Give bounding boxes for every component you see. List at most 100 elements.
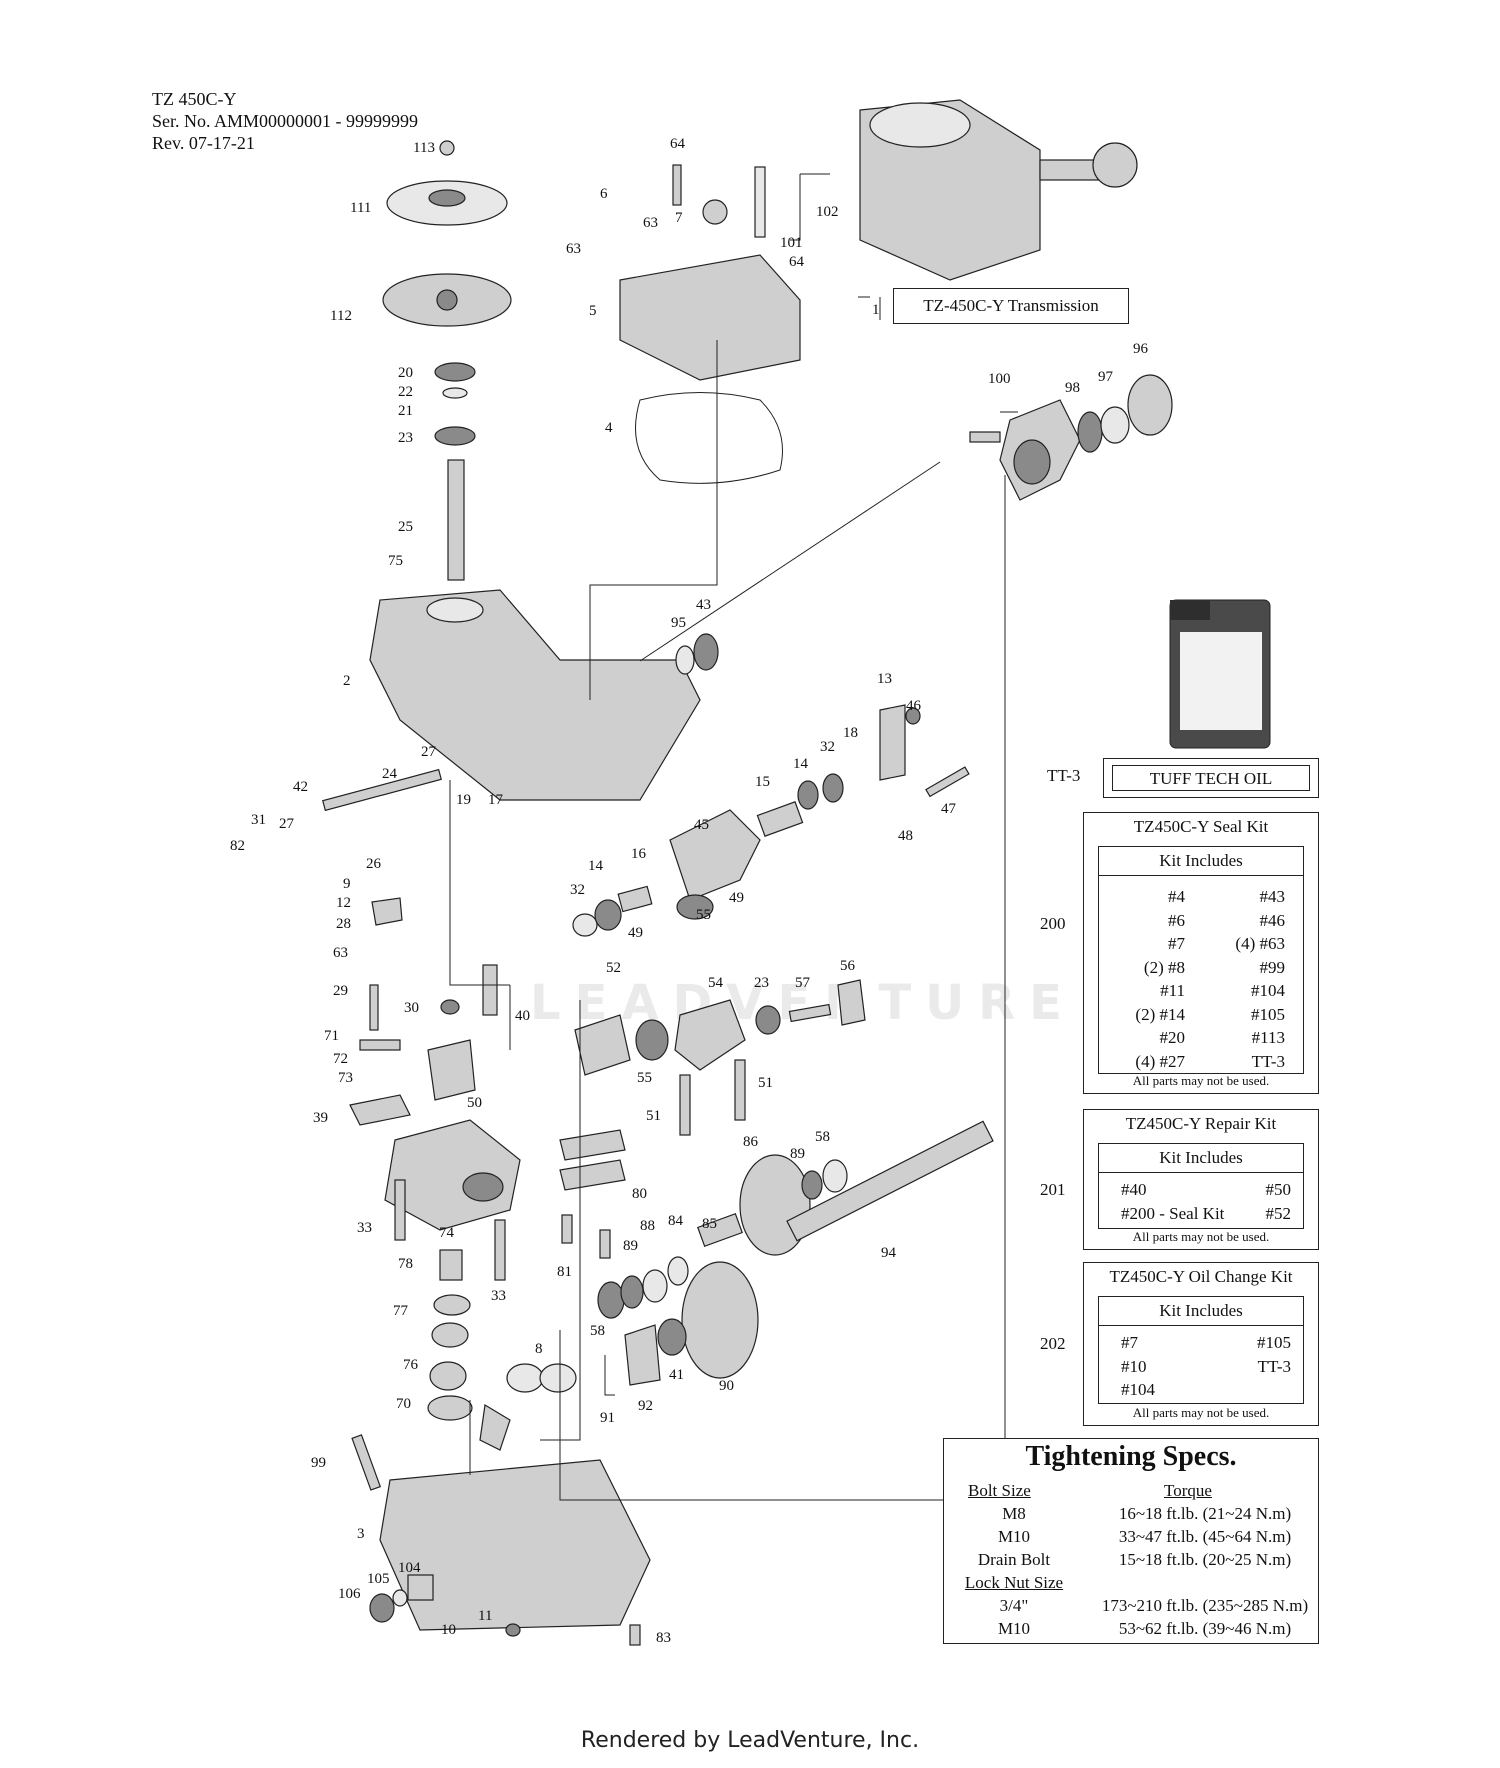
callout-55: 55 xyxy=(696,907,711,923)
callout-39: 39 xyxy=(313,1110,328,1126)
callout-15: 15 xyxy=(755,774,770,790)
repair-kit-item: #50 xyxy=(1265,1180,1292,1199)
seal-kit-note: All parts may not be used. xyxy=(1132,1073,1270,1088)
callout-26: 26 xyxy=(366,856,382,872)
callout-32: 32 xyxy=(820,739,835,755)
oil-kit-includes: Kit Includes #7 #10 #104 #105 TT-3 xyxy=(1098,1296,1304,1404)
seal-kit-item: #104 xyxy=(1251,981,1285,1000)
callout-46: 46 xyxy=(906,698,922,714)
revision-date: Rev. 07-17-21 xyxy=(152,133,255,153)
callout-100: 100 xyxy=(988,371,1011,387)
callout-6: 6 xyxy=(600,186,608,202)
callout-85: 85 xyxy=(702,1216,717,1232)
callout-47: 47 xyxy=(941,801,957,817)
seal-kit-item: #46 xyxy=(1259,910,1286,930)
nut-part xyxy=(439,140,455,156)
repair-kit-subtitle: Kit Includes xyxy=(1099,1144,1303,1173)
callout-76: 76 xyxy=(403,1357,419,1373)
spec-torque: 15~18 ft.lb. (20~25 N.m) xyxy=(1118,1550,1292,1569)
oil-ref-label: TT-3 xyxy=(1047,766,1081,785)
callout-58: 58 xyxy=(815,1129,830,1145)
callout-1: 1 xyxy=(872,302,880,318)
seal-kit-item: (2) #14 xyxy=(1135,1004,1185,1024)
callout-23: 23 xyxy=(398,430,413,446)
seal-kit-left-list: #4 #6 #7 (2) #8 #11 (2) #14 #20 (4) #27 xyxy=(1135,885,1185,1073)
input-shaft-part xyxy=(447,459,465,581)
callout-14b: 14 xyxy=(588,858,604,874)
callout-18: 18 xyxy=(843,725,858,741)
swashplate-part xyxy=(669,809,761,901)
callout-14: 14 xyxy=(793,756,809,772)
callout-27: 27 xyxy=(421,744,437,760)
oil-kit-ref: 202 xyxy=(1040,1334,1066,1353)
callout-112: 112 xyxy=(330,308,352,324)
callout-10: 10 xyxy=(441,1622,456,1638)
callout-88: 88 xyxy=(640,1218,655,1234)
repair-kit-ref: 201 xyxy=(1040,1180,1066,1199)
callout-89b: 89 xyxy=(623,1238,638,1254)
spec-torque: 16~18 ft.lb. (21~24 N.m) xyxy=(1118,1504,1292,1523)
callout-111: 111 xyxy=(350,200,371,216)
repair-kit-box: TZ450C-Y Repair Kit Kit Includes #40 #20… xyxy=(1083,1109,1319,1250)
seal-kit-item: #105 xyxy=(1251,1004,1285,1024)
callout-84: 84 xyxy=(668,1213,684,1229)
callout-73: 73 xyxy=(338,1070,353,1086)
callout-58b: 58 xyxy=(590,1323,605,1339)
callout-13: 13 xyxy=(877,671,892,687)
seal-kit-right-list: #43 #46 (4) #63 #99 #104 #105 #113 TT-3 xyxy=(1235,885,1285,1073)
callout-99: 99 xyxy=(311,1455,326,1471)
callout-113: 113 xyxy=(413,140,435,156)
repair-kit-item: #200 - Seal Kit xyxy=(1121,1203,1225,1223)
specs-lock-nut-heading: Lock Nut Size xyxy=(964,1573,1064,1592)
callout-25: 25 xyxy=(398,519,413,535)
oil-kit-item: #10 xyxy=(1121,1356,1147,1376)
repair-kit-includes: Kit Includes #40 #200 - Seal Kit #50 #52 xyxy=(1098,1143,1304,1229)
callout-55b: 55 xyxy=(637,1070,652,1086)
oil-kit-title: TZ450C-Y Oil Change Kit xyxy=(1109,1267,1293,1286)
oil-kit-right-list: #105 TT-3 xyxy=(1257,1331,1291,1378)
callout-9: 9 xyxy=(343,876,351,892)
callout-7: 7 xyxy=(675,210,683,226)
callout-52: 52 xyxy=(606,960,621,976)
spec-torque: 173~210 ft.lb. (235~285 N.m) xyxy=(1101,1596,1309,1615)
callout-41: 41 xyxy=(669,1367,684,1383)
callout-3: 3 xyxy=(357,1526,365,1542)
callout-51b: 51 xyxy=(646,1108,661,1124)
seal-kit-item: TT-3 xyxy=(1251,1051,1285,1071)
callout-77: 77 xyxy=(393,1303,409,1319)
callout-95: 95 xyxy=(671,615,686,631)
callout-12: 12 xyxy=(336,895,351,911)
seal-kit-item: #20 xyxy=(1159,1028,1186,1047)
specs-col-torque: Torque xyxy=(1164,1481,1212,1500)
callout-57: 57 xyxy=(795,975,811,991)
callout-48: 48 xyxy=(898,828,913,844)
shaft-part xyxy=(322,768,442,812)
specs-title: Tightening Specs. xyxy=(1025,1441,1237,1472)
callout-43: 43 xyxy=(696,597,711,613)
callout-63b: 63 xyxy=(566,241,581,257)
callout-30: 30 xyxy=(404,1000,419,1016)
seal-kit-box: TZ450C-Y Seal Kit Kit Includes #4 #6 #7 … xyxy=(1083,812,1319,1094)
top-cover-part xyxy=(619,254,801,381)
callout-33b: 33 xyxy=(491,1288,506,1304)
callout-92: 92 xyxy=(638,1398,653,1414)
seal-kit-item: #4 xyxy=(1168,887,1185,906)
callout-63: 63 xyxy=(643,215,658,231)
callout-94: 94 xyxy=(881,1245,897,1261)
seal-kit-subtitle: Kit Includes xyxy=(1099,847,1303,876)
callout-63c: 63 xyxy=(333,945,348,961)
callout-90: 90 xyxy=(719,1378,734,1394)
callout-56: 56 xyxy=(840,958,856,974)
callout-96: 96 xyxy=(1133,341,1149,357)
callout-51: 51 xyxy=(758,1075,773,1091)
callout-31: 31 xyxy=(251,812,266,828)
callout-24: 24 xyxy=(382,766,398,782)
callout-97: 97 xyxy=(1098,369,1114,385)
cylinder-block-part xyxy=(427,1039,476,1101)
callout-33: 33 xyxy=(357,1220,372,1236)
seal-kit-item: #7 xyxy=(1168,934,1185,953)
repair-kit-right-list: #50 #52 xyxy=(1266,1178,1292,1225)
callout-82: 82 xyxy=(230,838,245,854)
callout-29: 29 xyxy=(333,983,348,999)
callout-40: 40 xyxy=(515,1008,530,1024)
